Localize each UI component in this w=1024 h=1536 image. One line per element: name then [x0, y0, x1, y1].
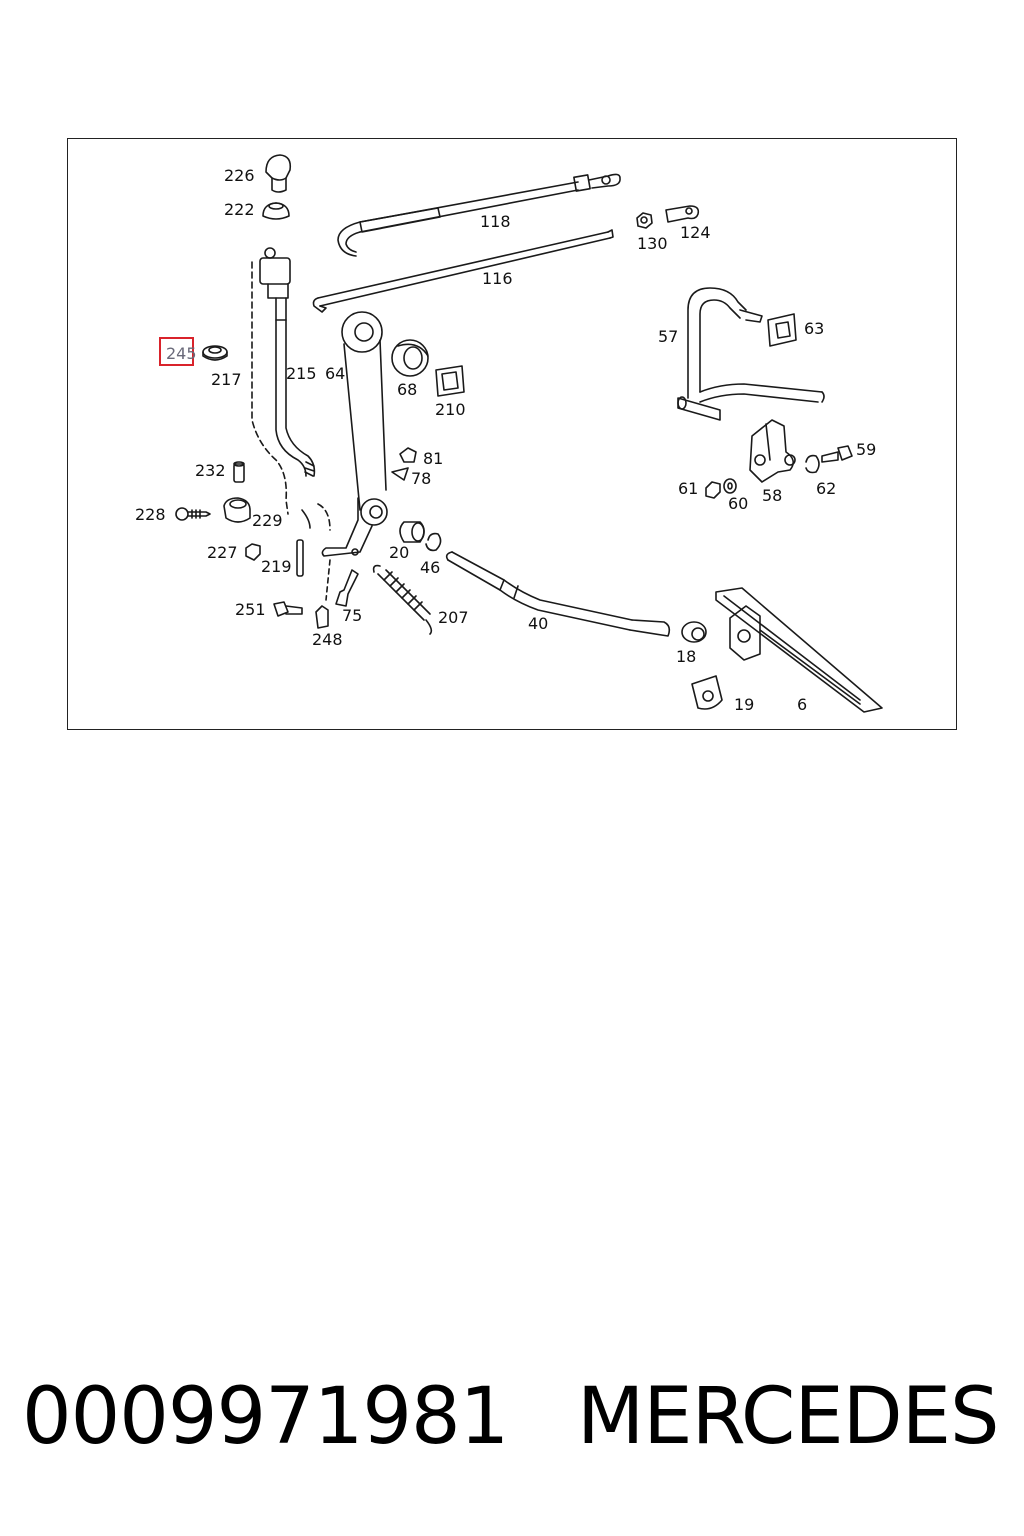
parts-diagram-frame — [67, 138, 957, 730]
part-217-grommet — [202, 345, 228, 361]
label-207: 207 — [438, 608, 469, 627]
part-219-pin — [296, 539, 304, 577]
part-229-mount — [223, 497, 251, 523]
label-217: 217 — [211, 370, 242, 389]
part-46-clip — [425, 532, 442, 552]
part-215-lever — [259, 247, 316, 477]
label-61: 61 — [678, 479, 699, 498]
part-210-clip — [435, 365, 465, 397]
part-251-bolt — [273, 601, 303, 617]
label-81: 81 — [423, 449, 444, 468]
label-229: 229 — [252, 511, 283, 530]
part-68-bushing — [391, 339, 429, 377]
brand-name: MERCEDES — [577, 1372, 999, 1462]
part-61-nut — [705, 481, 721, 499]
part-226-knob — [265, 154, 292, 193]
label-116: 116 — [482, 269, 513, 288]
parts-diagram-drawing — [175, 154, 883, 713]
label-227: 227 — [207, 543, 238, 562]
label-60: 60 — [728, 494, 749, 513]
part-232-pin — [233, 461, 245, 483]
label-215: 215 — [286, 364, 317, 383]
part-6-pedal — [715, 587, 883, 713]
part-58-bracket — [749, 419, 796, 483]
label-40: 40 — [528, 614, 549, 633]
part-116-rod — [312, 229, 614, 313]
label-78: 78 — [411, 469, 432, 488]
label-6: 6 — [797, 695, 808, 714]
part-228-screw — [175, 507, 211, 521]
label-63: 63 — [804, 319, 825, 338]
part-124-joint — [665, 205, 700, 223]
part-40-rod — [445, 551, 671, 637]
part-62-clip — [805, 454, 820, 474]
part-248-nut — [315, 605, 329, 629]
part-118-rod — [337, 173, 621, 257]
part-20-bushing — [399, 521, 425, 543]
part-19-clip — [691, 675, 723, 710]
label-64: 64 — [325, 364, 346, 383]
label-124: 124 — [680, 223, 711, 242]
part-59-screw — [821, 445, 853, 463]
footer-caption: 0009971981 MERCEDES — [22, 1372, 1012, 1462]
part-57-bracket — [677, 287, 825, 421]
label-62: 62 — [816, 479, 837, 498]
label-59: 59 — [856, 440, 877, 459]
part-64-lever-arm — [321, 311, 388, 557]
part-227-nut — [245, 543, 261, 561]
label-228: 228 — [135, 505, 166, 524]
label-219: 219 — [261, 557, 292, 576]
part-81-78 — [391, 447, 417, 481]
label-251: 251 — [235, 600, 266, 619]
part-number: 0009971981 — [22, 1372, 509, 1462]
label-222: 222 — [224, 200, 255, 219]
label-75: 75 — [342, 606, 363, 625]
label-19: 19 — [734, 695, 755, 714]
highlighted-part-callout[interactable]: 245 — [159, 337, 197, 366]
label-226: 226 — [224, 166, 255, 185]
label-248: 248 — [312, 630, 343, 649]
part-63-clip — [767, 313, 797, 347]
part-130-nut — [636, 212, 653, 229]
label-58: 58 — [762, 486, 783, 505]
label-210: 210 — [435, 400, 466, 419]
label-68: 68 — [397, 380, 418, 399]
label-232: 232 — [195, 461, 226, 480]
highlighted-part-label: 245 — [166, 344, 197, 363]
part-222-boot — [262, 202, 290, 220]
part-207-spring — [372, 564, 433, 635]
leader-line-217 — [251, 261, 289, 515]
label-20: 20 — [389, 543, 410, 562]
label-57: 57 — [658, 327, 679, 346]
part-60-washer — [723, 478, 737, 494]
part-18-bushing — [681, 621, 707, 643]
label-46: 46 — [420, 558, 441, 577]
label-130: 130 — [637, 234, 668, 253]
label-18: 18 — [676, 647, 697, 666]
part-75-bolt — [335, 569, 359, 607]
label-118: 118 — [480, 212, 511, 231]
